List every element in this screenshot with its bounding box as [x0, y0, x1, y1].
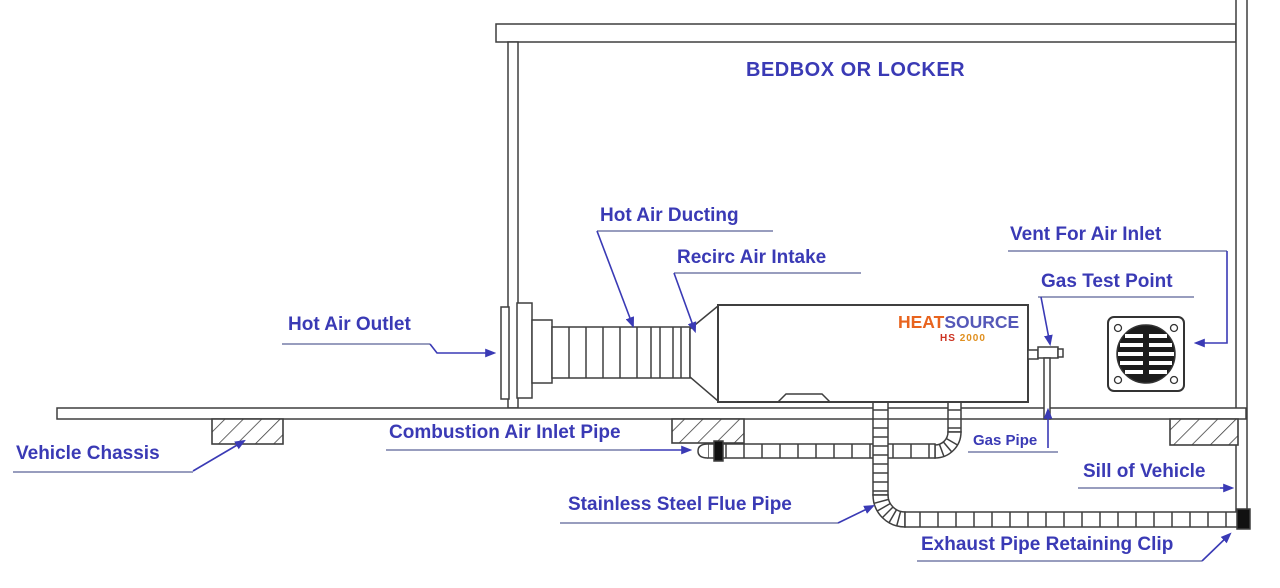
- air-inlet-vent: [1107, 316, 1185, 392]
- gas-connection: [1027, 346, 1064, 420]
- label-recirc-air-intake: Recirc Air Intake: [677, 247, 827, 268]
- leader-hot-air-outlet: [429, 343, 497, 358]
- leader-vehicle-chassis: [192, 439, 246, 472]
- chassis-rail: [211, 418, 284, 445]
- vent-screw: [1113, 375, 1123, 385]
- label-bedbox-or-locker: BEDBOX OR LOCKER: [746, 59, 966, 81]
- flue-exhaust-pipe: [872, 401, 1251, 530]
- vehicle-floor: [56, 407, 1247, 420]
- combustion-pipe-clip: [713, 440, 724, 462]
- label-hot-air-ducting: Hot Air Ducting: [600, 205, 739, 226]
- label-gas-test-point: Gas Test Point: [1041, 271, 1173, 292]
- vent-screw: [1113, 323, 1123, 333]
- chassis-rail: [1169, 418, 1239, 446]
- vent-screw: [1169, 375, 1179, 385]
- heater-unit: [689, 304, 1029, 403]
- locker-shelf-top: [495, 23, 1237, 43]
- gas-pipe-line: [1043, 357, 1051, 420]
- exhaust-retaining-clip: [1236, 508, 1251, 530]
- model-prefix: HS: [940, 333, 956, 344]
- leader-stainless-steel-flue-pipe: [837, 505, 875, 524]
- label-stainless-steel-flue-pipe: Stainless Steel Flue Pipe: [568, 494, 792, 515]
- label-combustion-air-inlet-pipe: Combustion Air Inlet Pipe: [389, 422, 621, 443]
- heater-brand-logo: HEATSOURCE: [898, 312, 1020, 332]
- leader-gas-test-point: [1040, 296, 1053, 347]
- hot-air-duct: [551, 326, 691, 379]
- brand-source-text: SOURCE: [944, 312, 1020, 332]
- label-sill-of-vehicle: Sill of Vehicle: [1083, 461, 1206, 482]
- hot-air-outlet-assembly: [500, 302, 553, 400]
- leader-hot-air-ducting: [596, 230, 634, 329]
- model-number: 2000: [959, 333, 986, 344]
- brand-heat-text: HEAT: [898, 312, 945, 332]
- label-vehicle-chassis: Vehicle Chassis: [16, 443, 160, 464]
- chassis-rail: [671, 418, 745, 444]
- recirc-intake-cone: [689, 304, 719, 403]
- label-vent-for-air-inlet: Vent For Air Inlet: [1010, 224, 1162, 245]
- leader-vent-for-air-inlet: [1193, 251, 1228, 348]
- vent-screw: [1169, 323, 1179, 333]
- label-gas-pipe: Gas Pipe: [973, 432, 1038, 449]
- heater-foot: [777, 393, 831, 403]
- bedbox-enclosure: [495, 0, 1248, 515]
- leader-exhaust-pipe-retaining-clip: [1201, 532, 1232, 562]
- label-hot-air-outlet: Hot Air Outlet: [288, 314, 411, 335]
- leader-arrows: [192, 230, 1235, 562]
- heater-model-text: HS 2000: [940, 334, 986, 344]
- leader-recirc-air-intake: [673, 272, 697, 334]
- label-exhaust-pipe-retaining-clip: Exhaust Pipe Retaining Clip: [921, 534, 1174, 555]
- label-underlines: [13, 230, 1227, 562]
- heater-body: [717, 304, 1029, 403]
- gas-test-point-fitting: [1037, 346, 1059, 359]
- chassis-rails: [211, 418, 1239, 446]
